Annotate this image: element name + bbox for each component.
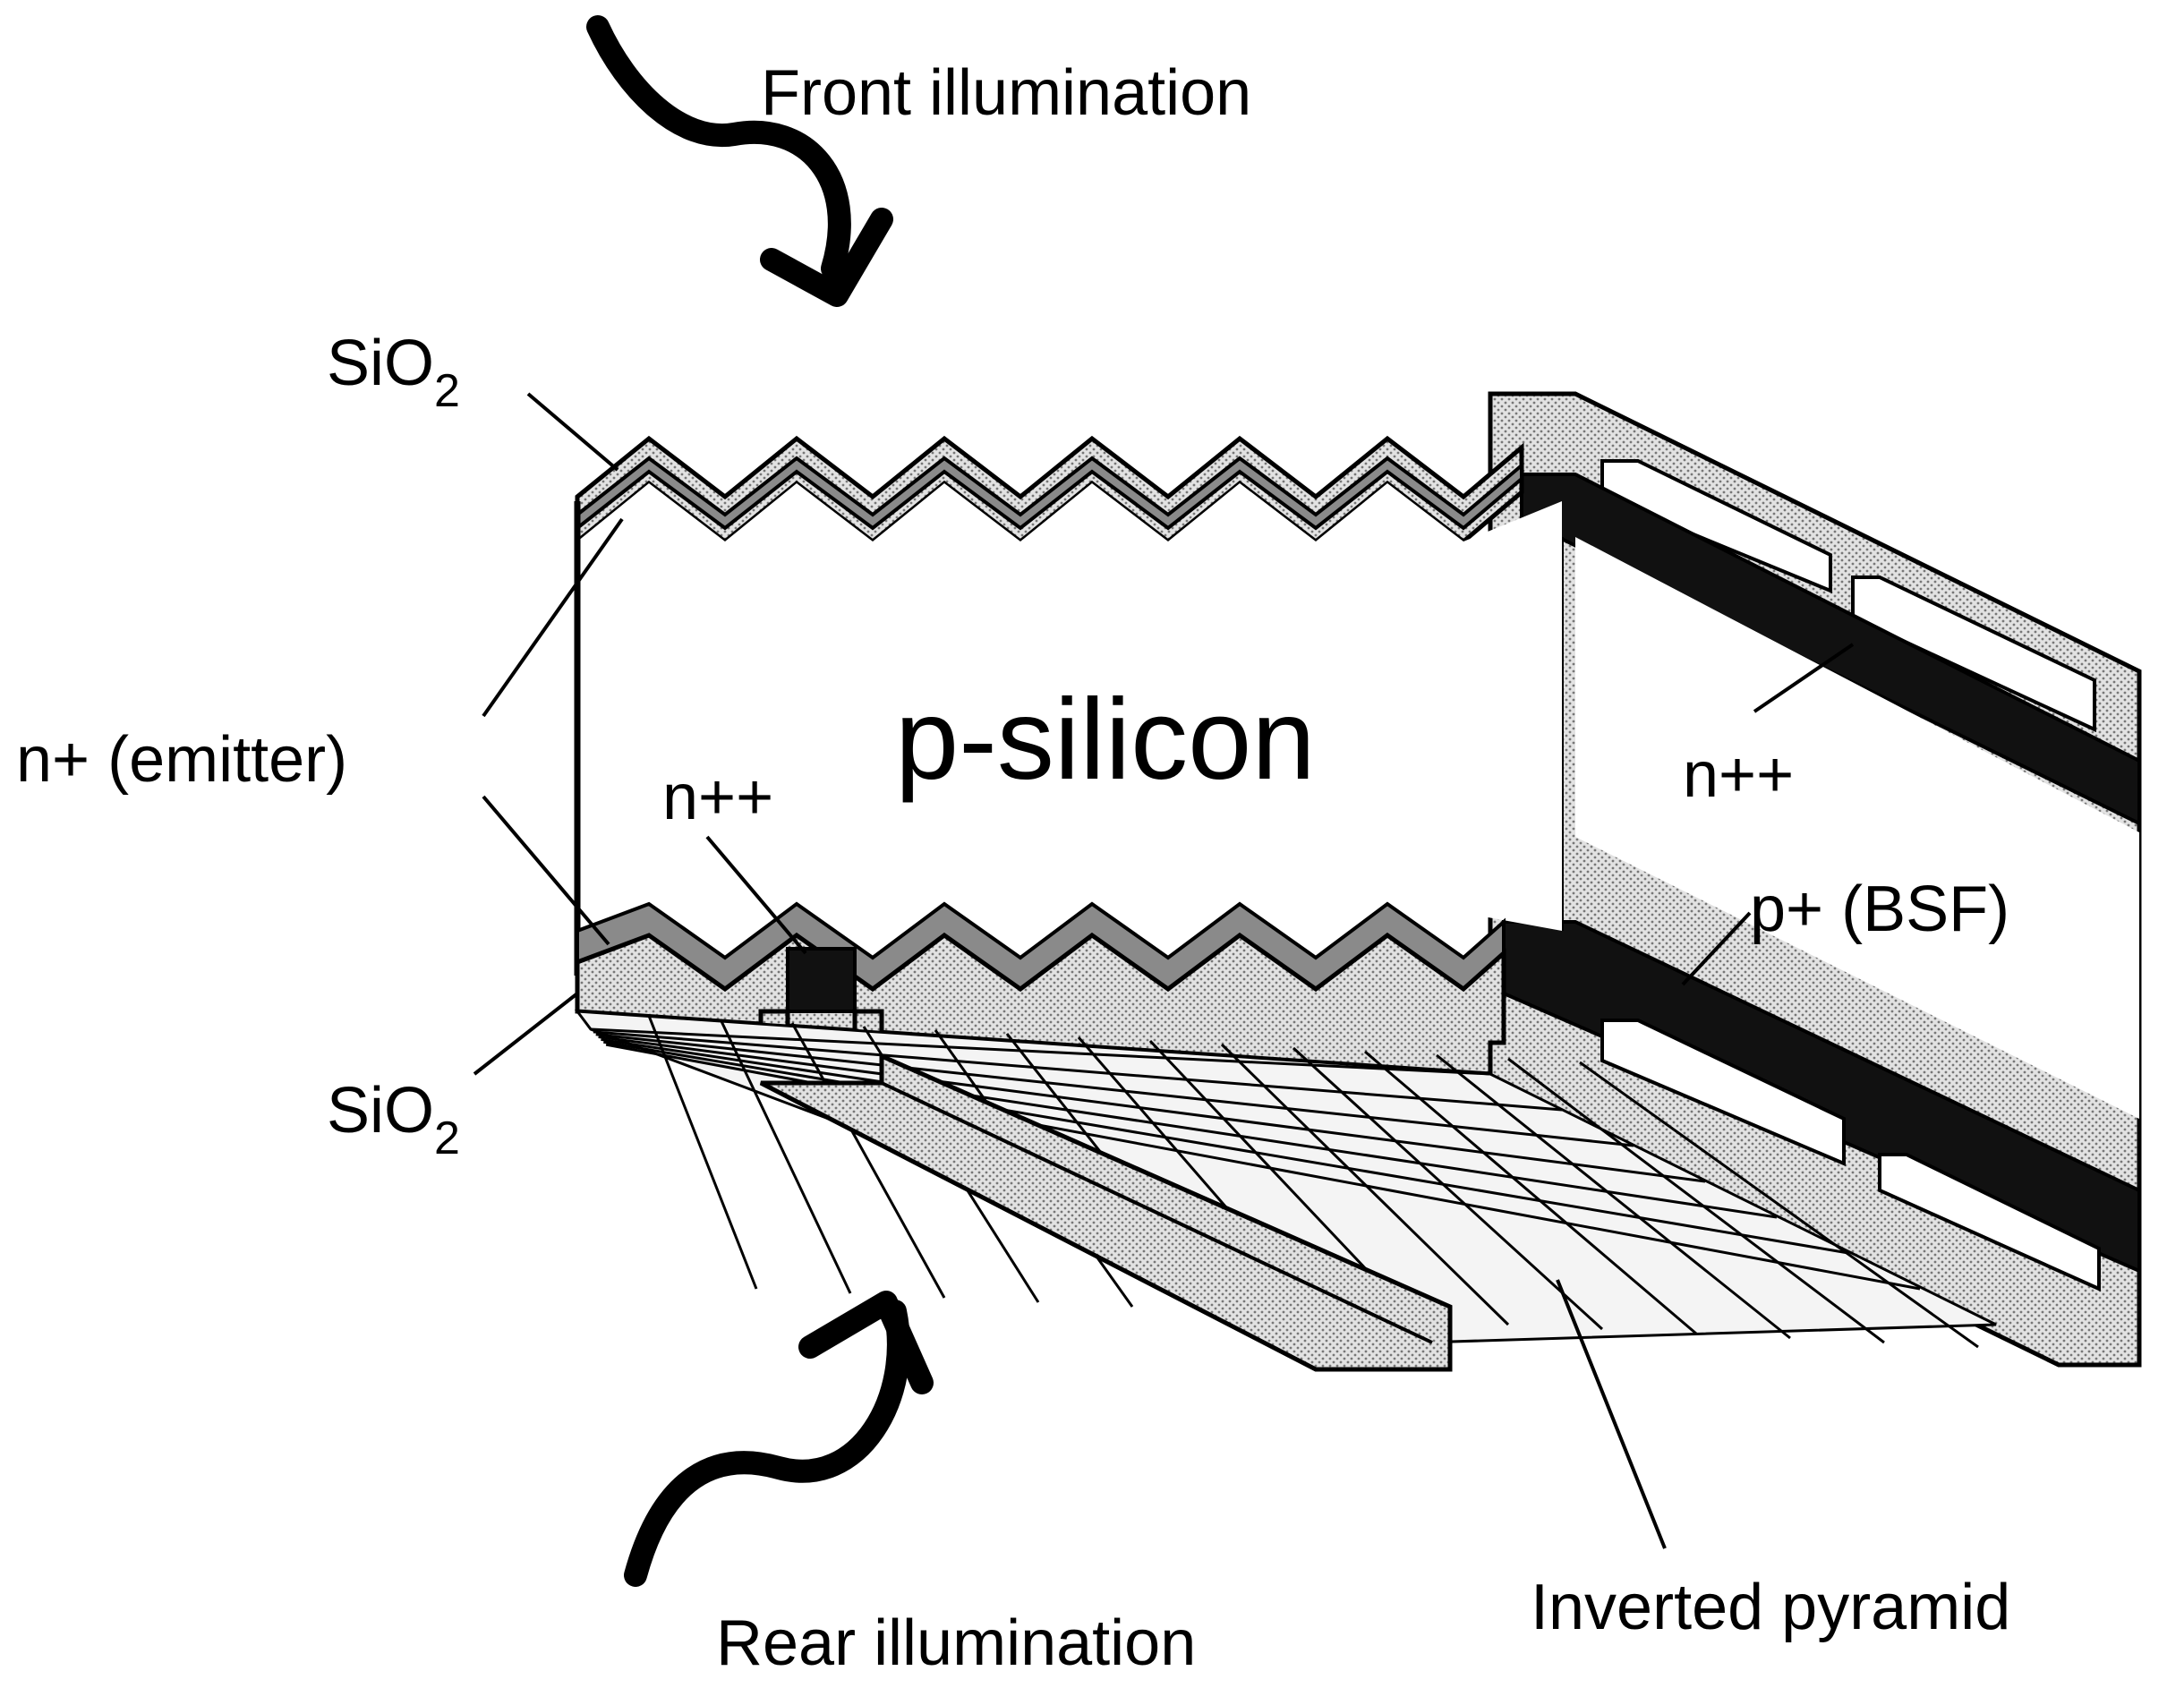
inverted-pyramid-label: Inverted pyramid	[1531, 1572, 2010, 1643]
sio2-bottom-text: SiO	[327, 1075, 434, 1147]
sio2-bottom-subscript: 2	[434, 1113, 460, 1164]
sio2-top-text: SiO	[327, 328, 434, 399]
front-illumination-arrow	[586, 15, 893, 307]
rear-contact-finger	[759, 1053, 1453, 1372]
n-plus-plus-left-leader	[705, 835, 807, 955]
p-plus-bsf-label: p+ (BSF)	[1750, 874, 2009, 945]
emitter-upper-leader	[482, 517, 624, 718]
leader-lines	[473, 392, 1855, 1549]
front-textured-layers	[575, 435, 1524, 547]
p-silicon-label: p-silicon	[895, 676, 1316, 804]
p-plus-bsf-leader	[1681, 911, 1752, 986]
inverted-pyramid-leader	[1556, 1279, 1667, 1549]
n-plus-emitter-label: n+ (emitter)	[16, 724, 347, 796]
sio2-bottom-label: SiO2	[327, 1075, 460, 1164]
sio2-top-leader	[526, 392, 619, 472]
front-illumination-label: Front illumination	[761, 57, 1251, 129]
sio2-top-label: SiO2	[327, 328, 460, 417]
n-plus-plus-right-label: n++	[1683, 739, 1794, 811]
sio2-bottom-leader	[473, 992, 579, 1076]
rear-contact-side-face	[1488, 391, 2142, 1368]
rear-illumination-arrow	[624, 1291, 934, 1587]
sio2-top-subscript: 2	[434, 365, 460, 417]
emitter-lower-leader	[482, 795, 610, 946]
n-plus-plus-right-leader	[1753, 643, 1855, 713]
n-plus-plus-left-label: n++	[662, 762, 773, 833]
rear-illumination-label: Rear illumination	[716, 1607, 1196, 1679]
